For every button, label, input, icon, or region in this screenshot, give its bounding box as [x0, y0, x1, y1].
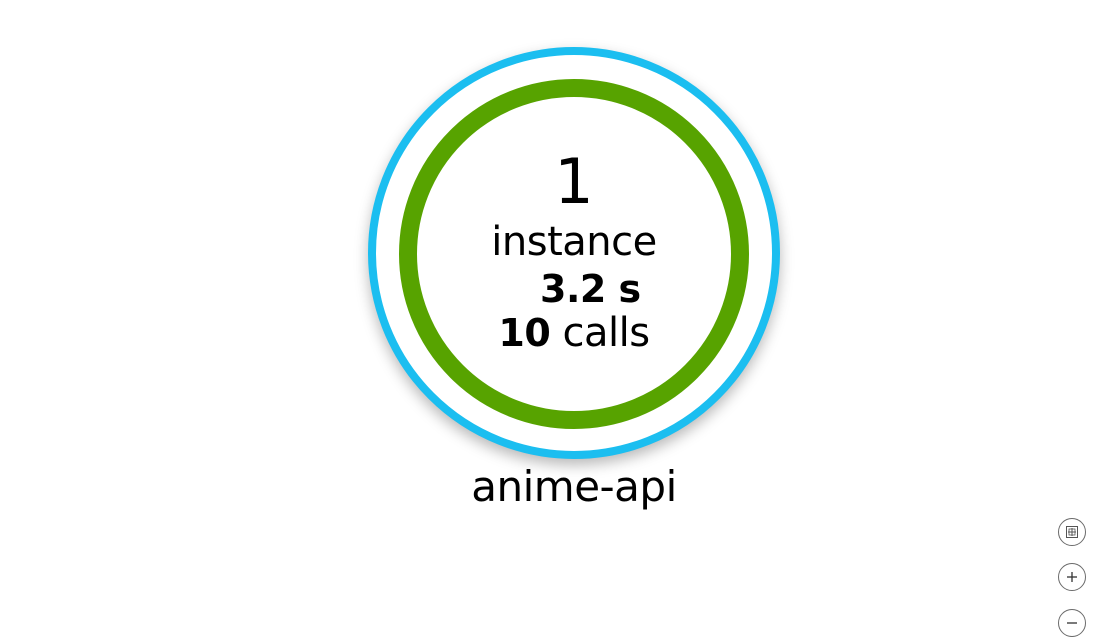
fit-to-screen-button[interactable] [1058, 518, 1086, 546]
zoom-in-button[interactable] [1058, 563, 1086, 591]
zoom-out-button[interactable] [1058, 609, 1086, 637]
calls-line: 10 calls [368, 310, 780, 356]
instance-label: instance [491, 219, 657, 265]
plus-icon [1065, 570, 1079, 584]
service-node[interactable]: 1 instance 3.2 s 10 calls [368, 47, 780, 459]
calls-label: calls [562, 310, 651, 356]
fit-to-screen-icon [1065, 525, 1079, 539]
minus-icon [1065, 616, 1079, 630]
duration-value: 3.2 s [540, 267, 641, 311]
calls-count: 10 [498, 311, 551, 355]
node-name-label[interactable]: anime-api [471, 462, 677, 511]
node-content: 1 instance 3.2 s 10 calls [368, 47, 780, 459]
instance-count: 1 [554, 145, 594, 218]
